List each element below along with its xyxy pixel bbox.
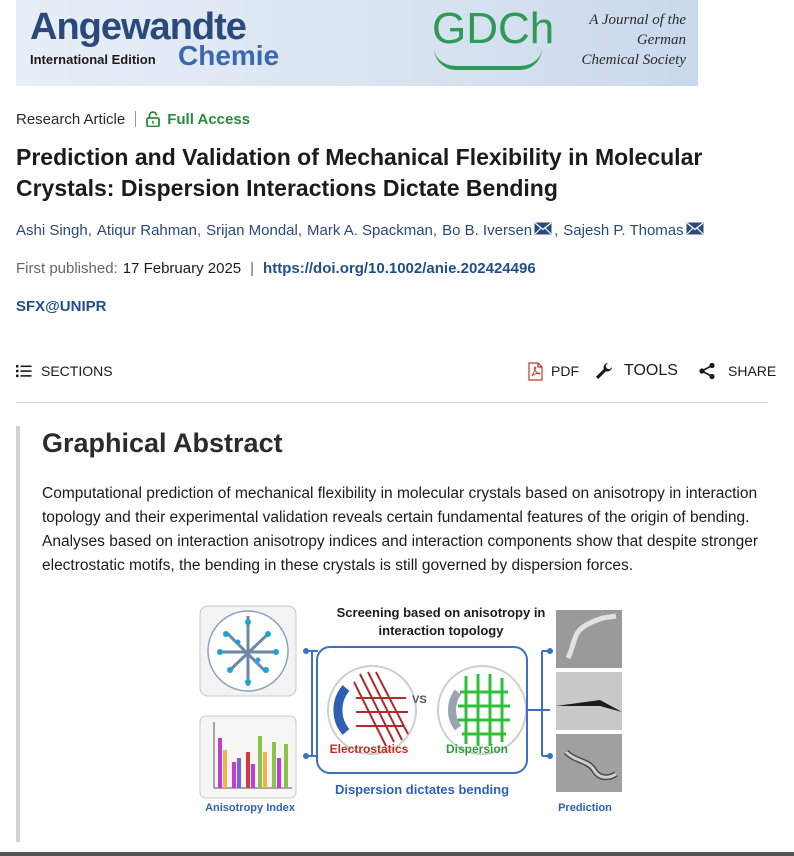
society-caption: A Journal of the German Chemical Society — [581, 12, 686, 68]
divider: | — [250, 260, 255, 277]
divider — [135, 111, 137, 127]
graphical-abstract-figure[interactable]: Screening based on anisotropy in interac… — [196, 602, 626, 824]
email-icon[interactable] — [686, 222, 704, 239]
author-list: Ashi Singh, Atiqur Rahman, Srijan Mondal… — [16, 222, 706, 239]
article-toolbar: Sections PDF Tools Share — [16, 358, 776, 384]
journal-edition: International Edition — [30, 52, 156, 67]
pdf-label: PDF — [551, 363, 579, 379]
first-published-label: First published: — [16, 260, 118, 277]
figure-dispersion-label: Dispersion — [445, 742, 508, 756]
figure-comparison-box — [316, 646, 528, 774]
pdf-button[interactable]: PDF — [528, 358, 579, 384]
author-link[interactable]: Mark A. Spackman — [307, 222, 433, 239]
lock-open-icon — [146, 111, 161, 127]
article-meta: Research Article Full Access — [16, 108, 250, 130]
author-link[interactable]: Atiqur Rahman — [96, 222, 197, 239]
share-button[interactable]: Share — [698, 358, 776, 384]
publication-info: First published: 17 February 2025 | http… — [16, 260, 536, 277]
author-link[interactable]: Sajesh P. Thomas — [563, 222, 684, 239]
figure-right-caption: Prediction — [558, 802, 612, 814]
full-access-badge: Full Access — [167, 110, 251, 128]
graphical-abstract-text: Computational prediction of mechanical f… — [42, 485, 759, 574]
figure-bottom-caption: Dispersion dictates bending — [334, 782, 510, 797]
author-link[interactable]: Ashi Singh — [16, 222, 88, 239]
email-icon[interactable] — [534, 222, 552, 239]
tools-label: Tools — [624, 362, 678, 379]
tools-button[interactable]: Tools — [594, 358, 678, 384]
journal-name: Angewandte — [30, 6, 247, 48]
toolbar-divider — [16, 402, 768, 403]
figure-left-caption: Anisotropy Index — [205, 802, 295, 814]
gdch-logo-arc — [434, 48, 542, 70]
wrench-icon — [596, 363, 612, 379]
gdch-logo: GDCh — [432, 4, 555, 53]
figure-vs-label: VS — [412, 694, 427, 706]
doi-link[interactable]: https://doi.org/10.1002/anie.202424496 — [263, 260, 536, 277]
figure-electrostatics-label: Electrostatics — [329, 742, 409, 756]
author-link[interactable]: Srijan Mondal — [206, 222, 298, 239]
graphical-abstract: Graphical Abstract Computational predict… — [16, 426, 776, 842]
article-title: Prediction and Validation of Mechanical … — [16, 144, 703, 201]
author-link[interactable]: Bo B. Iversen — [442, 222, 533, 239]
list-icon — [16, 365, 32, 378]
journal-banner[interactable]: Angewandte International Edition Chemie … — [16, 0, 698, 86]
pdf-icon — [528, 361, 543, 381]
figure-heading: Screening based on anisotropy in interac… — [336, 605, 546, 638]
share-icon — [699, 362, 715, 380]
sections-label: Sections — [41, 363, 113, 379]
sections-button[interactable]: Sections — [16, 358, 113, 384]
article-type: Research Article — [16, 110, 126, 128]
journal-chemie: Chemie — [178, 40, 280, 71]
share-label: Share — [728, 363, 777, 379]
figure-artwork — [199, 605, 622, 799]
sfx-link[interactable]: SFX@UNIPR — [16, 298, 107, 315]
graphical-abstract-heading: Graphical Abstract — [42, 428, 283, 458]
first-published-date: 17 February 2025 — [122, 260, 242, 277]
bottom-bar — [0, 852, 794, 856]
